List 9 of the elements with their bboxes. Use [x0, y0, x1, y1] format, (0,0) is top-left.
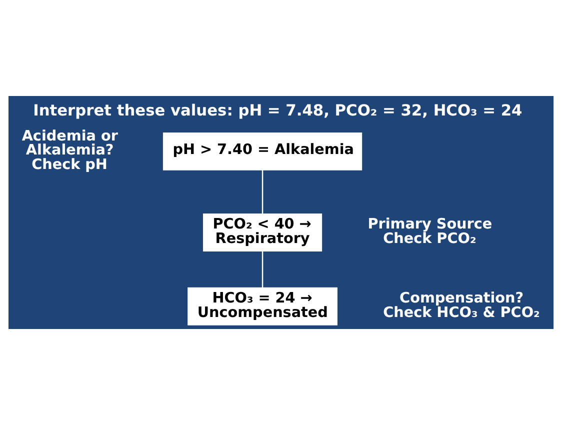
node-box: PCO₂ < 40 → Respiratory	[203, 213, 322, 251]
label: Compensation? Check HCO₃ & PCO₂	[383, 290, 540, 320]
label: Acidemia or Alkalemia? Check pH	[22, 128, 118, 173]
node-box: HCO₃ = 24 → Uncompensated	[188, 286, 338, 325]
label: Primary Source Check PCO₂	[368, 216, 492, 246]
connector	[262, 250, 264, 288]
node-box: pH > 7.40 = Alkalemia	[162, 132, 362, 170]
diagram-title: Interpret these values: pH = 7.48, PCO₂ = 32, HCO₃ = 24	[33, 101, 522, 119]
connector	[262, 170, 264, 214]
